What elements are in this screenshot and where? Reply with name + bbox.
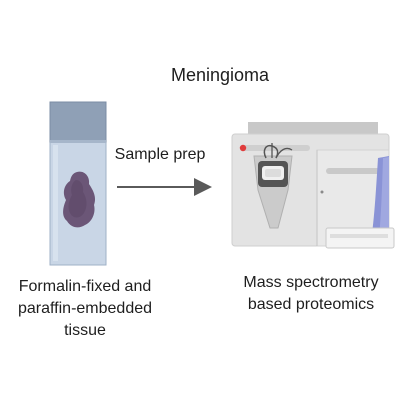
instrument-caption-line-1: Mass spectrometry (243, 274, 379, 291)
instrument-caption: Mass spectrometry based proteomics (222, 272, 400, 316)
slide-caption: Formalin-fixed and paraffin-embedded tis… (0, 276, 170, 342)
slide-caption-line-3: tissue (64, 322, 106, 339)
mass-spectrometer-icon (231, 122, 395, 249)
slide-caption-line-2: paraffin-embedded (17, 300, 153, 317)
instrument-caption-line-2: based proteomics (247, 296, 375, 313)
diagram-title: Meningioma (170, 65, 270, 85)
indicator-light (239, 144, 247, 152)
arrow-right-icon (117, 178, 212, 196)
tissue-slide-icon (49, 101, 107, 266)
arrow-label: Sample prep (114, 146, 206, 163)
slide-caption-line-1: Formalin-fixed and (18, 278, 152, 295)
